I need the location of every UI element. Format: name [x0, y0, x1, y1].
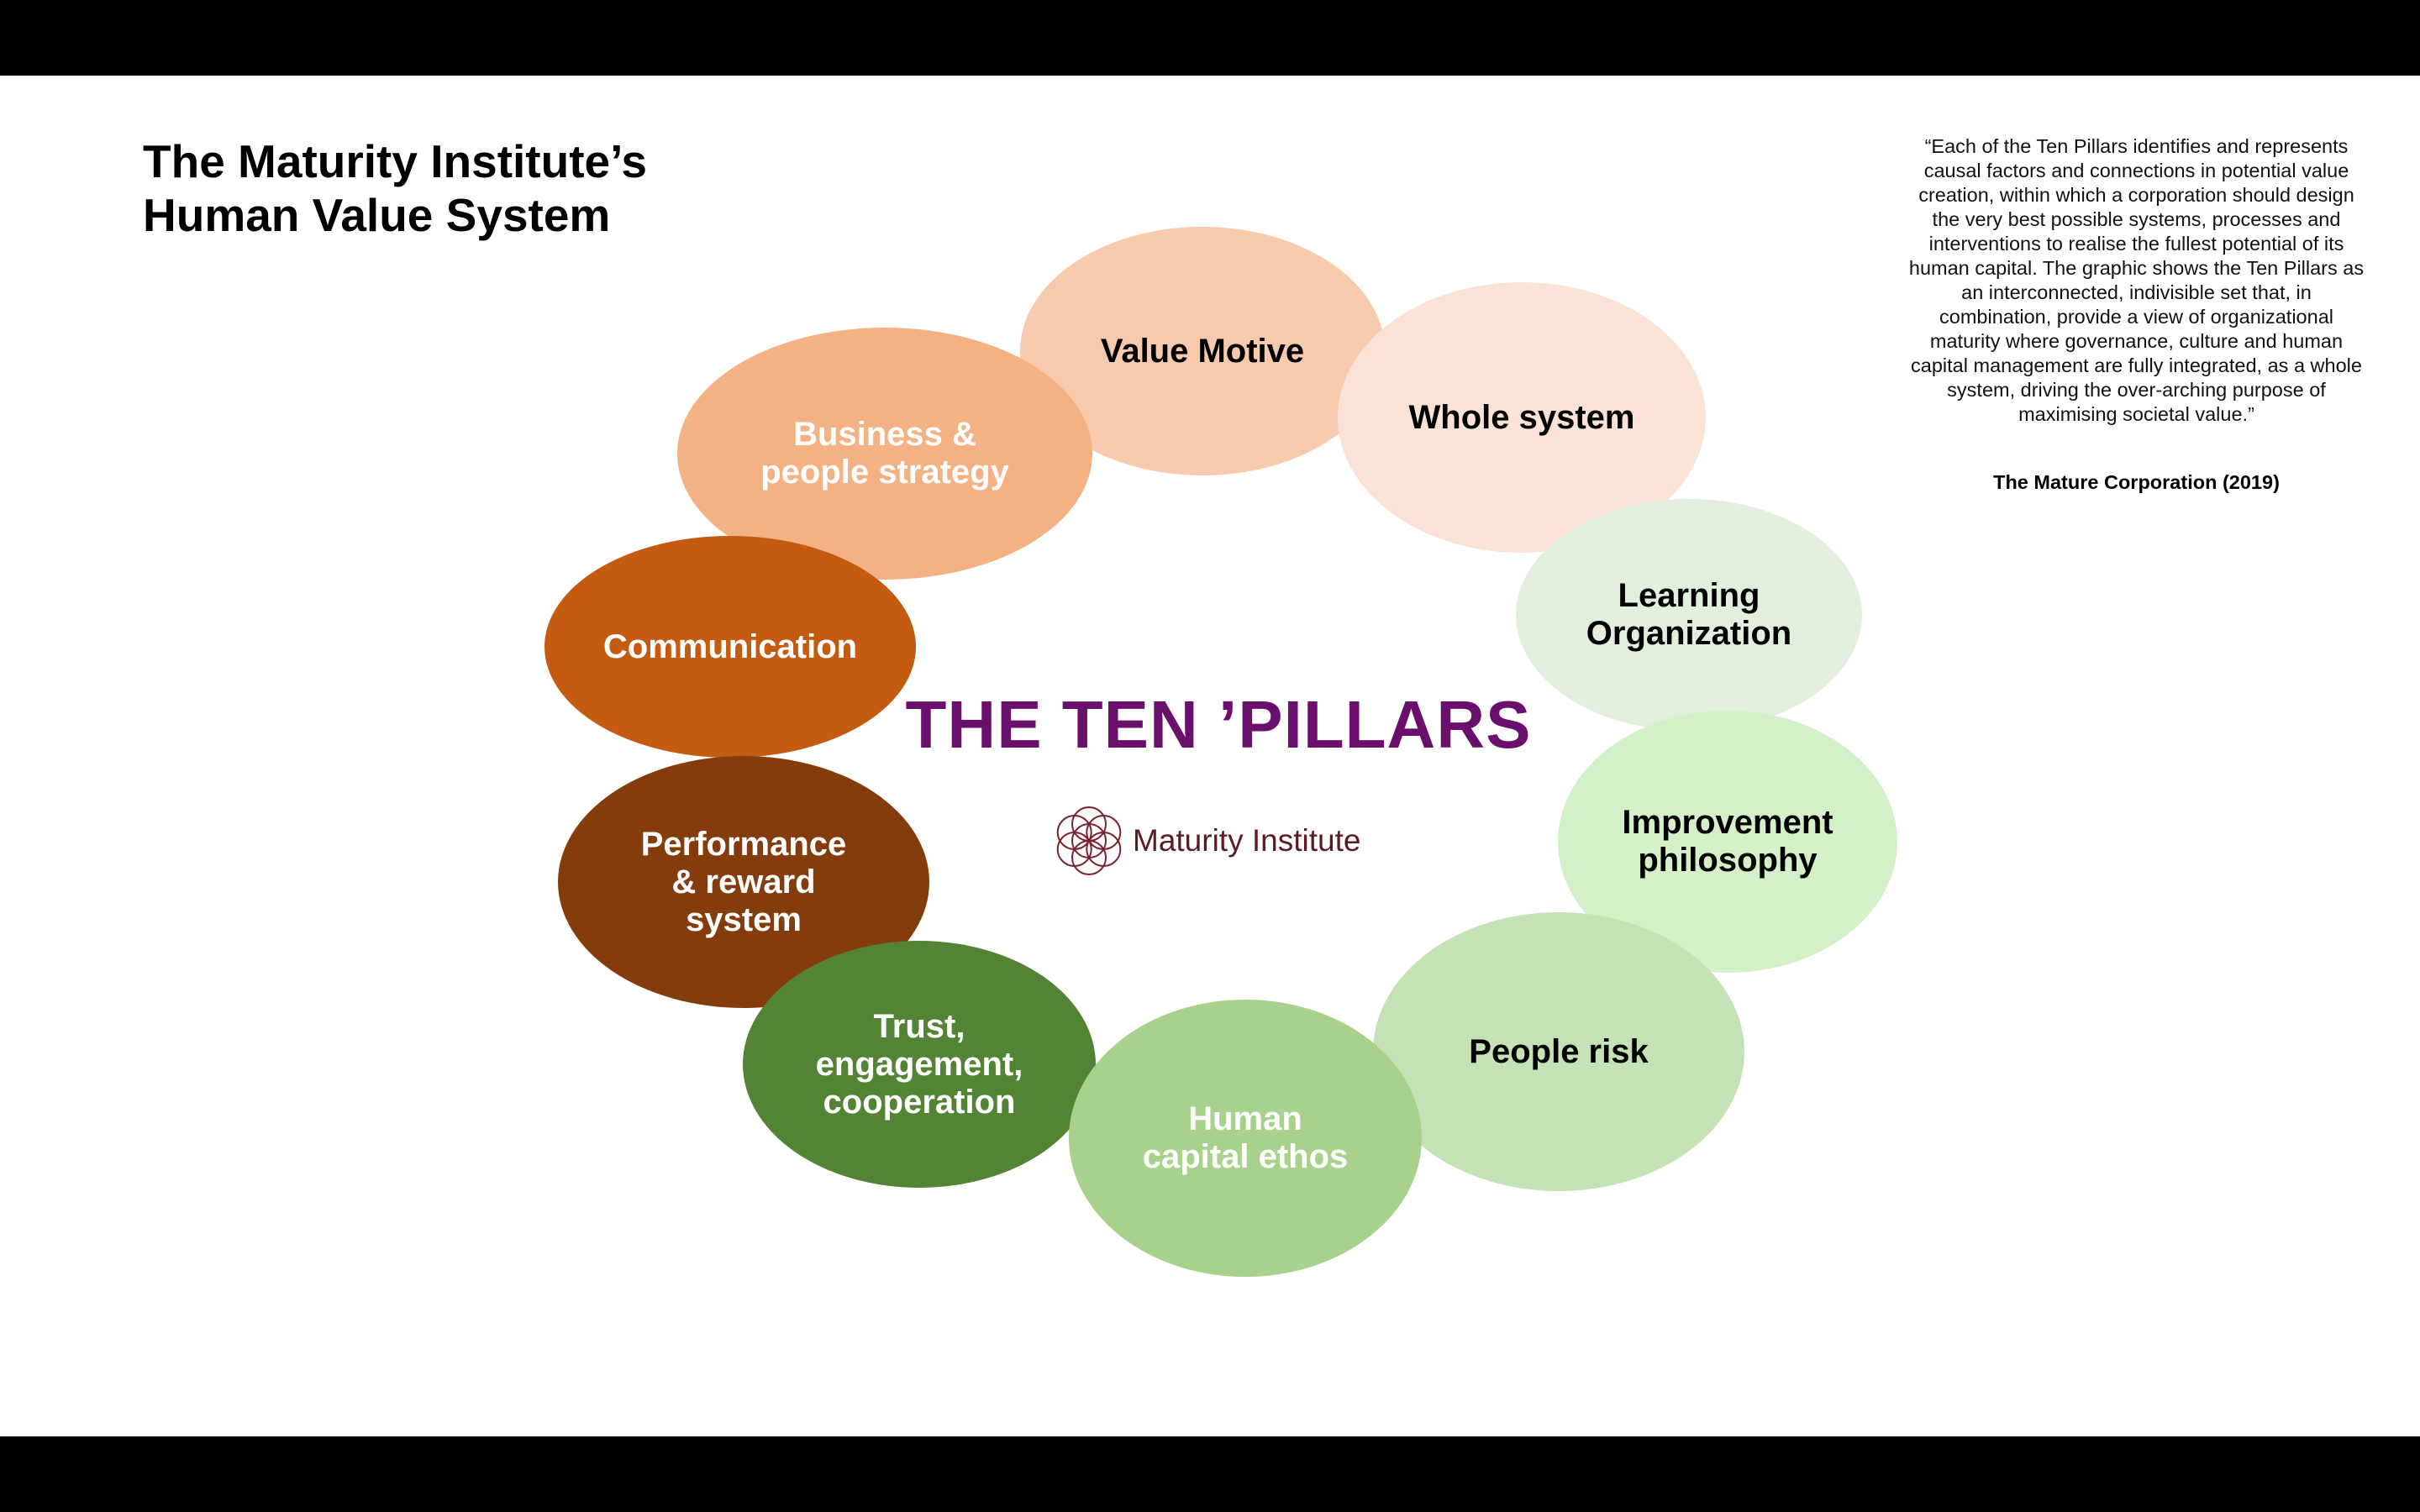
- pillar-trust-engagement-cooperation: Trust, engagement, cooperation: [743, 941, 1096, 1188]
- slide: The Maturity Institute’s Human Value Sys…: [0, 76, 2420, 1436]
- page-title-line-1: The Maturity Institute’s: [143, 135, 647, 187]
- pillar-label: Improvement philosophy: [1622, 804, 1833, 879]
- logo-text: Maturity Institute: [1133, 823, 1361, 858]
- pillar-label: Learning Organization: [1586, 577, 1792, 652]
- pillar-label: Trust, engagement, cooperation: [815, 1007, 1023, 1121]
- pillar-label: People risk: [1469, 1032, 1649, 1070]
- center-title: THE TEN ’PILLARS: [905, 687, 1532, 762]
- maturity-institute-logo: Maturity Institute: [1054, 803, 1440, 879]
- pillar-people-risk: People risk: [1373, 912, 1744, 1191]
- page-title-line-2: Human Value System: [143, 189, 611, 241]
- pillar-human-capital-ethos: Human capital ethos: [1069, 1000, 1422, 1277]
- quote-source: The Mature Corporation (2019): [1993, 471, 2280, 493]
- flower-of-life-icon: [1056, 806, 1122, 875]
- pillar-communication: Communication: [544, 536, 916, 758]
- pillar-learning-organization: Learning Organization: [1516, 499, 1862, 731]
- pillar-label: Value Motive: [1100, 332, 1305, 370]
- pillar-label: Whole system: [1408, 398, 1635, 436]
- quote-text: “Each of the Ten Pillars identifies and …: [1908, 135, 2365, 425]
- pillar-label: Business & people strategy: [760, 416, 1009, 491]
- page-title: The Maturity Institute’s Human Value Sys…: [143, 134, 815, 242]
- pillar-label: Performance & reward system: [640, 825, 847, 938]
- pillar-label: Communication: [602, 627, 858, 665]
- pillar-label: Human capital ethos: [1142, 1100, 1349, 1175]
